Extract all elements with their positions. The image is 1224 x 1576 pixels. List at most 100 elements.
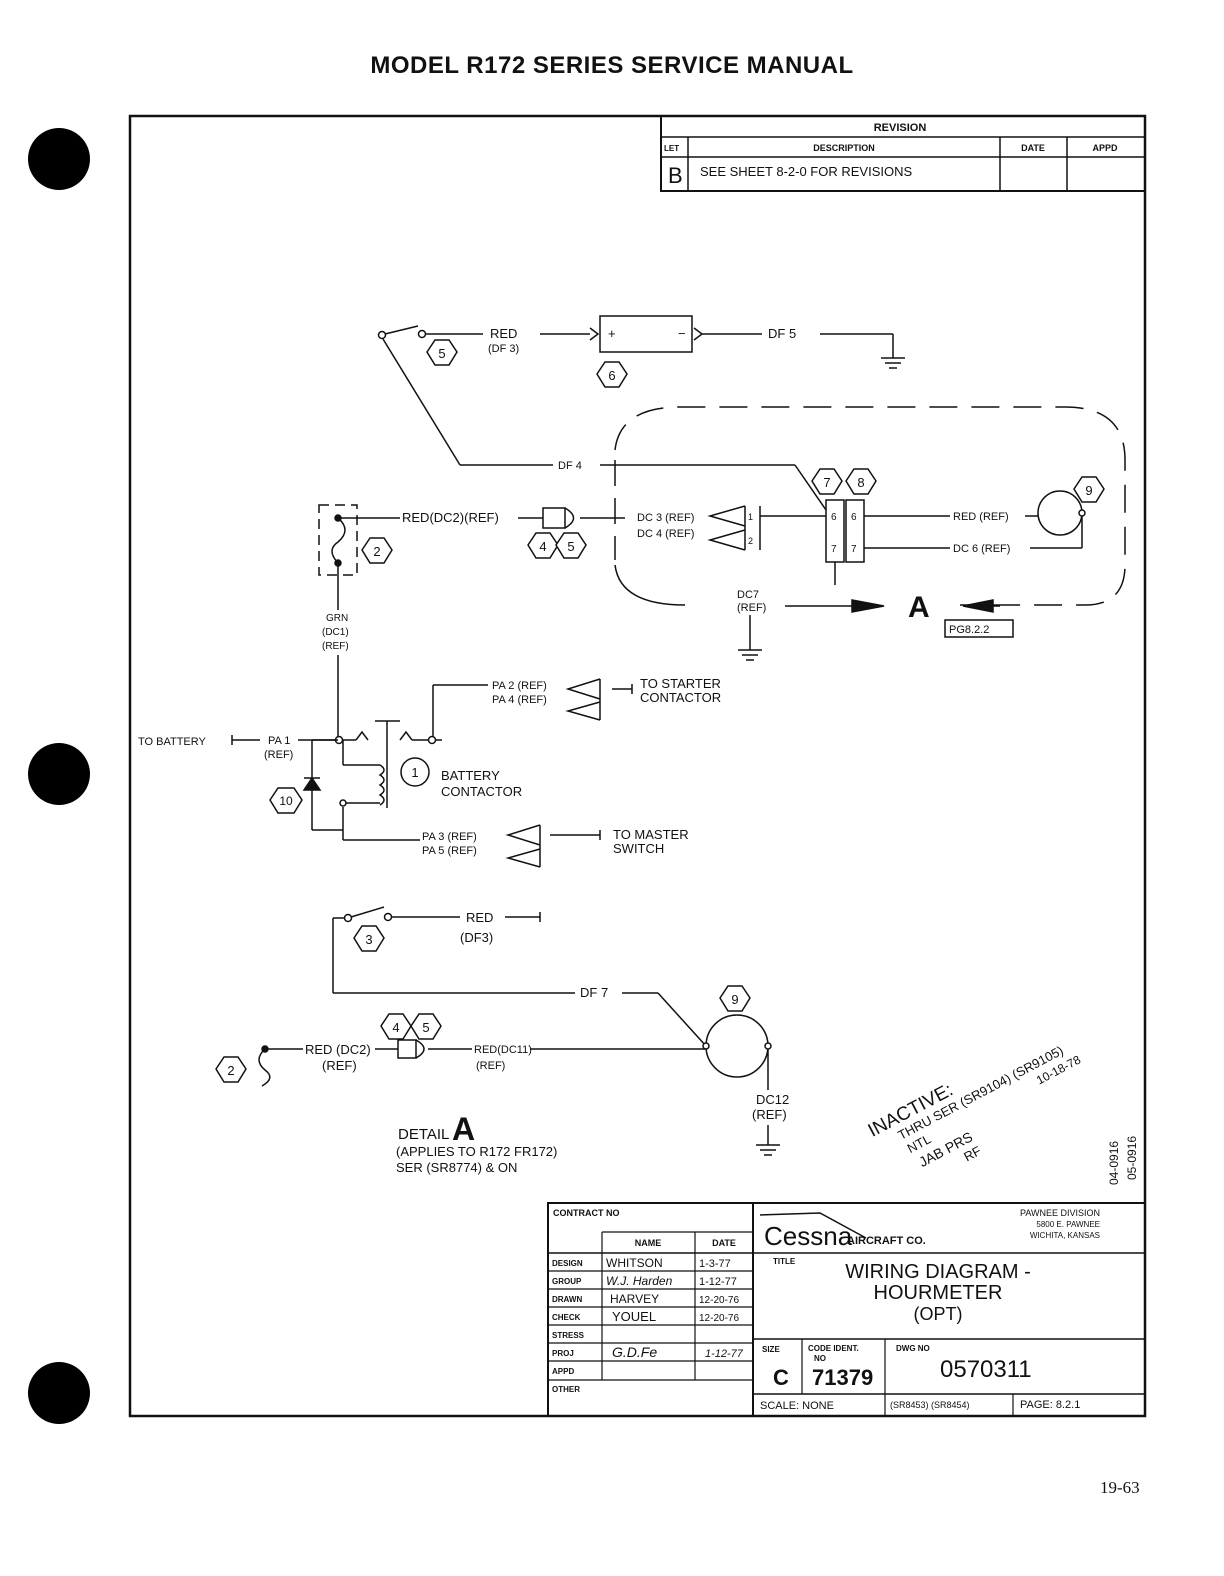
code-ident-value: 71379 (812, 1365, 873, 1390)
callout-3: 3 (365, 932, 372, 947)
label-df7: DF 7 (580, 985, 608, 1000)
svg-text:APPD: APPD (552, 1367, 574, 1376)
label-red-df3-ref: (DF 3) (488, 343, 519, 355)
label-dc4-ref: DC 4 (REF) (637, 528, 694, 540)
title-contract-no: CONTRACT NO (553, 1208, 620, 1218)
revision-description: SEE SHEET 8-2-0 FOR REVISIONS (700, 164, 912, 179)
dwg-no-label: DWG NO (896, 1344, 930, 1353)
svg-text:1-3-77: 1-3-77 (699, 1258, 731, 1270)
revision-heading: REVISION (874, 122, 927, 134)
label-dc1: (DC1) (322, 627, 349, 638)
callout-2: 2 (373, 544, 380, 559)
label-lower-red: RED (466, 910, 493, 925)
label-dc3-ref: DC 3 (REF) (637, 512, 694, 524)
drawing-title-line2: HOURMETER (874, 1282, 1003, 1304)
upper-callout-shapes (269, 339, 1105, 814)
label-pin7b: 7 (851, 544, 857, 555)
label-plus: + (608, 326, 616, 341)
label-pa3-ref: PA 3 (REF) (422, 831, 477, 843)
label-lower-red-dc2: RED (DC2) (305, 1042, 371, 1057)
revision-col-description: DESCRIPTION (813, 143, 875, 153)
title-block-grid (547, 1202, 1146, 1417)
svg-text:W.J. Harden: W.J. Harden (606, 1274, 673, 1288)
label-dc1-ref: (REF) (322, 641, 349, 652)
label-applies-line2: SER (SR8774) & ON (396, 1160, 517, 1175)
svg-text:PROJ: PROJ (552, 1349, 574, 1358)
label-to-battery: TO BATTERY (138, 736, 207, 748)
label-grn: GRN (326, 613, 348, 624)
svg-text:STRESS: STRESS (552, 1331, 585, 1340)
division-line3: WICHITA, KANSAS (1030, 1231, 1100, 1240)
label-pin2: 2 (748, 536, 753, 546)
label-to-master: TO MASTER (613, 827, 689, 842)
label-lower-red-df3: (DF3) (460, 930, 493, 945)
svg-text:12-20-76: 12-20-76 (699, 1295, 739, 1306)
label-pa1: PA 1 (268, 735, 290, 747)
label-detail: DETAIL (398, 1126, 449, 1143)
label-battery-contactor: CONTACTOR (441, 784, 522, 799)
revision-letter: B (668, 163, 683, 188)
callout-4b: 4 (392, 1020, 399, 1035)
title-col-name: NAME (635, 1238, 662, 1248)
callout-7: 7 (823, 475, 830, 490)
title-col-date: DATE (712, 1238, 736, 1248)
revision-col-appd: APPD (1092, 143, 1118, 153)
label-pa4-ref: PA 4 (REF) (492, 694, 547, 706)
label-red-dc11: RED(DC11) (474, 1044, 532, 1056)
label-minus: − (678, 326, 686, 341)
label-applies-line1: (APPLIES TO R172 FR172) (396, 1144, 557, 1159)
signature-rows: DESIGN WHITSON 1-3-77 GROUP W.J. Harden … (552, 1256, 744, 1394)
svg-text:DRAWN: DRAWN (552, 1295, 582, 1304)
revision-block (660, 115, 1146, 192)
label-lower-red-dc2-ref: (REF) (322, 1058, 357, 1073)
svg-text:OTHER: OTHER (552, 1385, 580, 1394)
callout-8: 8 (857, 475, 864, 490)
svg-text:DESIGN: DESIGN (552, 1259, 583, 1268)
label-dc7-ref: (REF) (737, 602, 766, 614)
label-red-df3: RED (490, 326, 517, 341)
revision-col-date: DATE (1021, 143, 1045, 153)
margin-code-2: 05-0916 (1125, 1136, 1139, 1180)
ser-ref: (SR8453) (SR8454) (890, 1400, 970, 1410)
label-master-switch: SWITCH (613, 841, 664, 856)
page-number: 19-63 (1100, 1478, 1140, 1497)
label-red-dc2-ref: RED(DC2)(REF) (402, 510, 499, 525)
lower-callout-shapes (215, 925, 751, 1083)
svg-text:WHITSON: WHITSON (606, 1256, 663, 1270)
callout-5: 5 (438, 346, 445, 361)
division-line2: 5800 E. PAWNEE (1036, 1220, 1100, 1229)
company-suffix: AIRCRAFT CO. (847, 1235, 926, 1247)
label-pin6b: 6 (851, 512, 857, 523)
callout-9: 9 (1085, 483, 1092, 498)
cessna-logo: Cessna (764, 1221, 853, 1251)
title-label: TITLE (773, 1257, 796, 1266)
label-red-ref: RED (REF) (953, 511, 1009, 523)
callout-10: 10 (279, 794, 293, 808)
label-df4: DF 4 (558, 460, 582, 472)
label-detail-a-lower: A (452, 1111, 475, 1147)
code-ident-label: CODE IDENT. (808, 1344, 859, 1353)
callout-2b: 2 (227, 1063, 234, 1078)
callout-6: 6 (608, 368, 615, 383)
label-red-dc11-ref: (REF) (476, 1060, 505, 1072)
margin-code-1: 04-0916 (1107, 1141, 1121, 1185)
label-dc12: DC12 (756, 1092, 789, 1107)
svg-text:HARVEY: HARVEY (610, 1292, 659, 1306)
dwg-no-value: 0570311 (940, 1356, 1032, 1383)
revision-col-let: LET (664, 144, 679, 153)
label-pa2-ref: PA 2 (REF) (492, 680, 547, 692)
callout-1: 1 (411, 765, 418, 780)
label-starter-contactor: CONTACTOR (640, 690, 721, 705)
label-pa5-ref: PA 5 (REF) (422, 845, 477, 857)
label-dc12-ref: (REF) (752, 1107, 787, 1122)
sheet-border (128, 114, 1147, 1418)
label-page-ref: PG8.2.2 (949, 624, 989, 636)
label-dc6-ref: DC 6 (REF) (953, 543, 1010, 555)
svg-text:CHECK: CHECK (552, 1313, 581, 1322)
callout-5b: 5 (567, 539, 574, 554)
label-pa1-ref: (REF) (264, 749, 293, 761)
svg-text:YOUEL: YOUEL (612, 1309, 656, 1324)
division-line1: PAWNEE DIVISION (1020, 1208, 1100, 1218)
svg-text:RF: RF (961, 1143, 983, 1164)
